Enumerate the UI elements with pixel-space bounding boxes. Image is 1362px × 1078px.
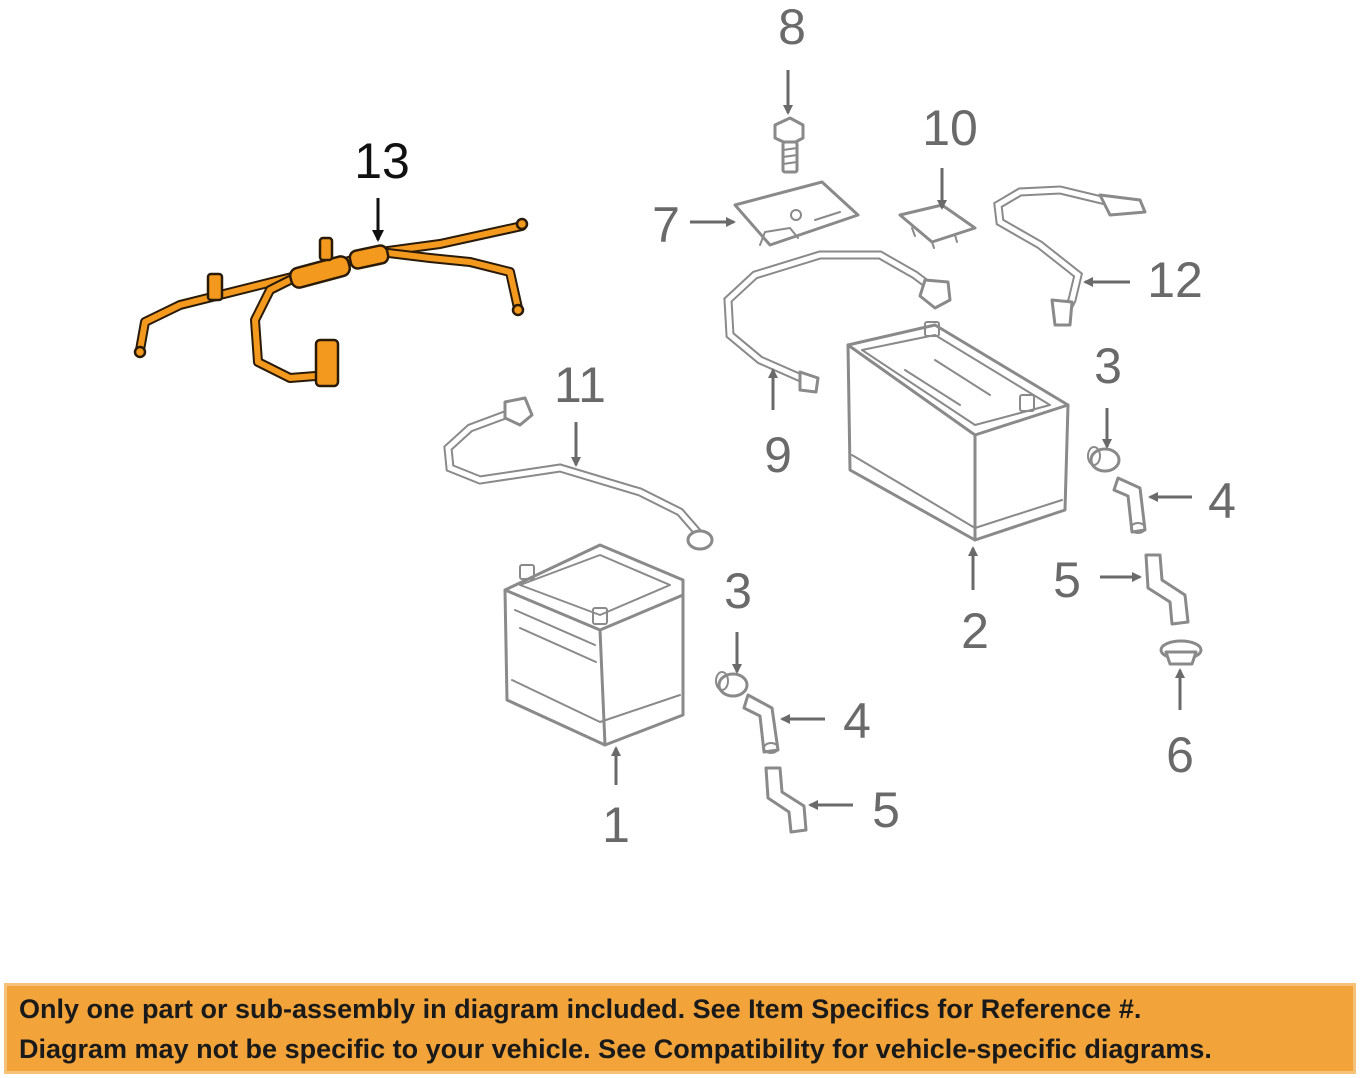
callout-4-upper: 4 (1208, 473, 1236, 529)
disclaimer-line-1: Only one part or sub-assembly in diagram… (19, 993, 1142, 1024)
callout-labels: 13 1 2 3 3 4 4 5 5 6 7 8 9 10 11 12 (354, 0, 1236, 853)
part-13-cable-harness[interactable] (133, 217, 529, 388)
part-3-vent-plug-upper[interactable] (1087, 446, 1121, 473)
part-3-vent-plug-lower[interactable] (715, 671, 749, 698)
callout-9: 9 (764, 427, 792, 483)
callout-3-upper: 3 (1094, 338, 1122, 394)
callout-5-upper: 5 (1053, 552, 1081, 608)
part-9-cable[interactable] (723, 250, 952, 394)
callout-5-lower: 5 (872, 782, 900, 838)
callout-3-lower: 3 (724, 563, 752, 619)
callout-12: 12 (1147, 252, 1203, 308)
part-11-cable[interactable] (443, 396, 714, 551)
disclaimer-banner: Only one part or sub-assembly in diagram… (4, 983, 1356, 1074)
part-6-grommet[interactable] (1159, 639, 1203, 666)
callout-13: 13 (354, 133, 410, 189)
disclaimer-line-2: Diagram may not be specific to your vehi… (19, 1033, 1212, 1064)
part-2-battery[interactable] (846, 321, 1070, 542)
callout-10: 10 (922, 100, 978, 156)
part-5-hose-lower[interactable] (764, 766, 808, 834)
part-8-bolt[interactable] (773, 116, 805, 174)
part-10-cover[interactable] (898, 203, 977, 249)
callout-6: 6 (1166, 727, 1194, 783)
part-5-hose-upper[interactable] (1144, 553, 1190, 626)
part-4-elbow-upper[interactable] (1112, 476, 1147, 534)
part-4-elbow-lower[interactable] (742, 693, 780, 754)
callout-11: 11 (554, 357, 606, 413)
parts-diagram: 13 1 2 3 3 4 4 5 5 6 7 8 9 10 11 12 (133, 0, 1236, 853)
callout-4-lower: 4 (843, 693, 871, 749)
callout-1: 1 (602, 797, 630, 853)
part-1-battery[interactable] (503, 543, 685, 747)
part-12-cable[interactable] (993, 185, 1147, 327)
callout-arrows (372, 70, 1192, 810)
callout-7: 7 (652, 197, 680, 253)
callout-2: 2 (961, 603, 989, 659)
part-7-hold-down-bracket[interactable] (733, 180, 860, 247)
callout-8: 8 (778, 0, 806, 55)
